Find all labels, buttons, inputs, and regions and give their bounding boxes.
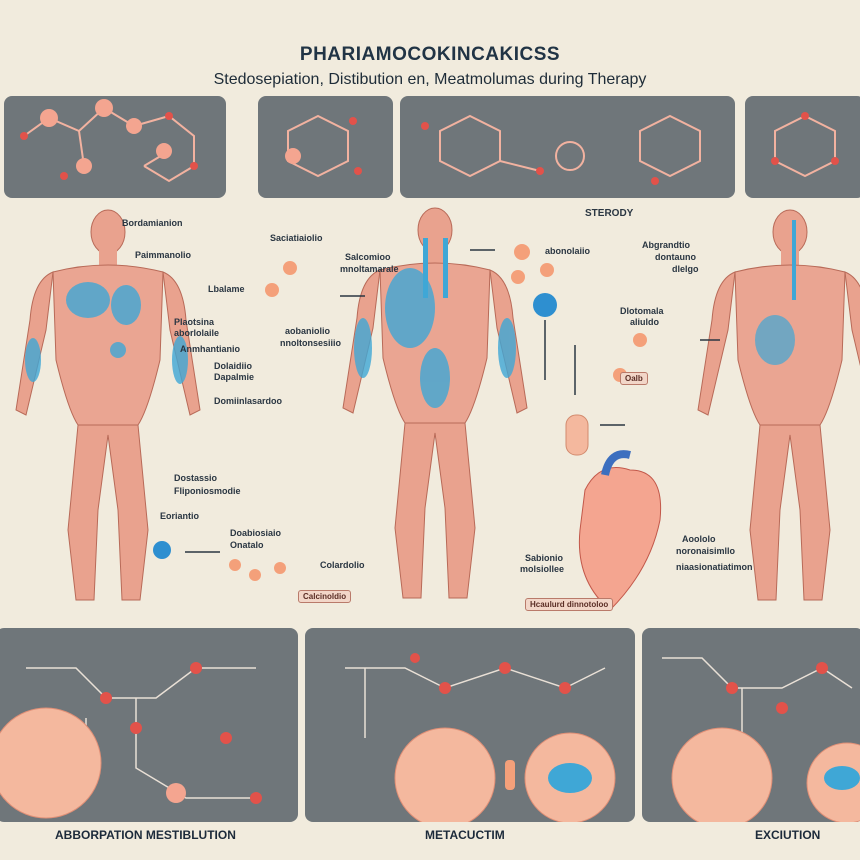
label: Dapalmie (214, 372, 255, 382)
label: STERODY (585, 208, 634, 219)
label: Paimmanolio (135, 250, 192, 260)
tag: Oalb (620, 372, 648, 385)
body-back-right (697, 209, 860, 601)
label: aborlolaile (174, 328, 220, 338)
label: Domiinlasardoo (214, 396, 283, 406)
molecule-panel-2 (258, 96, 393, 198)
label: Onatalo (230, 540, 264, 550)
stage-label-absorption-distribution: ABBORPATION MESTIBLUTION (55, 828, 236, 842)
tag: Hcaulurd dinnotoloo (525, 598, 614, 611)
molecule-panel-3 (400, 96, 735, 198)
label: Salcomioo (345, 252, 391, 262)
label: Fliponiosmodie (174, 486, 241, 496)
label: Lbalame (208, 284, 245, 294)
label: molsiollee (520, 564, 565, 574)
label: aliuldo (630, 317, 659, 327)
molecule-panel-1 (4, 96, 226, 198)
label: nnoltonsesiiio (280, 338, 342, 348)
label: Dolaidiio (214, 361, 252, 371)
label: Bordamianion (122, 218, 183, 228)
body-front-middle (342, 207, 528, 599)
label: Eoriantio (160, 511, 200, 521)
label: abonolaiio (545, 246, 590, 256)
drug-capsule-icon (533, 293, 557, 317)
heart-illustration (578, 450, 662, 611)
label: Doabiosiaio (230, 528, 282, 538)
label: mnoltamarale (340, 264, 399, 274)
stage-label-metabolism: METACUCTIM (425, 828, 505, 842)
label: noronaisimllo (676, 546, 736, 556)
page-subtitle: Stedosepiation, Distibution en, Meatmolu… (213, 71, 647, 88)
excretion-panel (642, 628, 860, 822)
label: aobaniolio (285, 326, 330, 336)
label: Dostassio (174, 473, 218, 483)
label: Colardolio (320, 560, 365, 570)
label: Abgrandtio (642, 240, 690, 250)
stage-label-excretion: EXCIUTION (755, 828, 821, 842)
label: Aoololo (682, 534, 716, 544)
label: niaasionatiatimon (676, 562, 753, 572)
absorption-panel (0, 628, 298, 822)
label: Anmhantianio (180, 344, 240, 354)
label: dontauno (655, 252, 696, 262)
label: Sabionio (525, 553, 563, 563)
tag: Calcinoldio (298, 590, 352, 603)
molecule-panel-4 (745, 96, 860, 198)
metabolism-panel (305, 628, 635, 822)
body-front-left (15, 209, 201, 601)
label: dlelgo (672, 264, 699, 274)
label: Dlotomala (620, 306, 664, 316)
label: Plaotsina (174, 317, 215, 327)
page-title: PHARIAMOCOKINCAKICSS (299, 44, 561, 65)
label: Saciatiaiolio (270, 233, 323, 243)
